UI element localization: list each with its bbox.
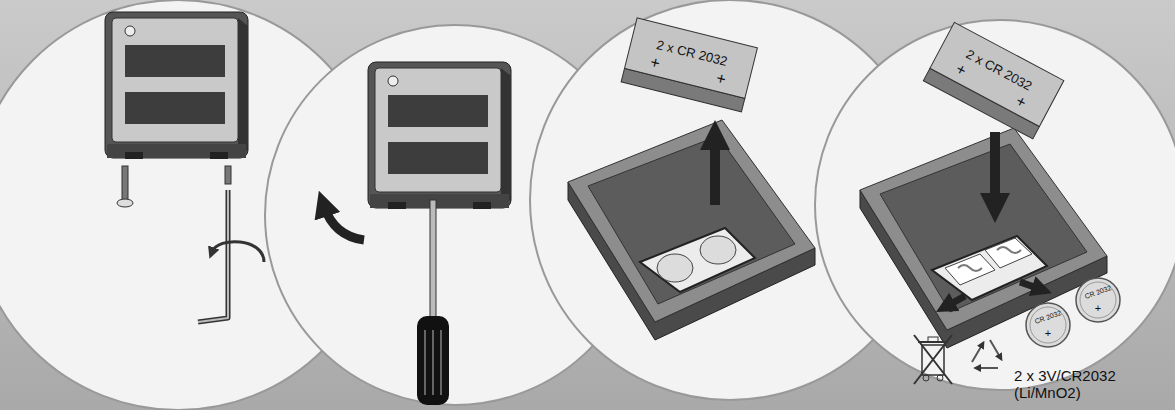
battery-spec: 2 x 3V/CR2032 (Li/MnO2) [1014, 368, 1154, 402]
drawing-part [972, 345, 982, 362]
coin-cell [657, 254, 693, 282]
coin-cell [1026, 303, 1070, 347]
coin-rim [1080, 282, 1116, 318]
drawing-part [928, 337, 938, 342]
remote-control [105, 12, 248, 159]
battery-cover [621, 18, 757, 112]
hex-key [198, 190, 228, 322]
open-housing [860, 128, 1107, 348]
crossed-bin-symbol [914, 335, 952, 384]
rotation-arrow [212, 242, 264, 262]
drawing-part [937, 375, 943, 381]
remove-arrow [710, 138, 720, 205]
coin-rim [1030, 307, 1066, 343]
polarity-sign: + [1045, 328, 1051, 339]
screw-head [117, 199, 133, 207]
battery-cover [923, 22, 1063, 138]
battery-flap [945, 254, 995, 285]
handle-groove [440, 330, 442, 395]
handle-groove [424, 330, 426, 395]
recycle-symbol [972, 340, 1000, 368]
hex-key [198, 190, 228, 322]
coin-cell [1076, 278, 1120, 322]
drawing-part [923, 375, 929, 381]
slide-arrow [947, 296, 965, 306]
remote-control [368, 62, 511, 209]
handle-groove [432, 330, 434, 395]
insert-arrow [990, 132, 1000, 205]
flap-mark [997, 247, 1021, 253]
screwdriver-shaft [430, 200, 436, 318]
flap-mark [958, 265, 982, 271]
drawing-part [990, 340, 1000, 357]
lift-arrow [324, 206, 364, 240]
screw [225, 166, 231, 184]
battery-flap [985, 238, 1032, 268]
drawing-part [978, 367, 998, 369]
screwdriver-handle [417, 316, 449, 405]
panel-circle [815, 20, 1175, 390]
slide-arrow [1020, 282, 1040, 289]
screw [122, 166, 128, 200]
polarity-sign: + [1095, 303, 1101, 314]
coin-cell [700, 236, 736, 264]
drawing-part [914, 335, 952, 384]
open-housing [568, 120, 815, 340]
drawing-part [914, 335, 952, 384]
